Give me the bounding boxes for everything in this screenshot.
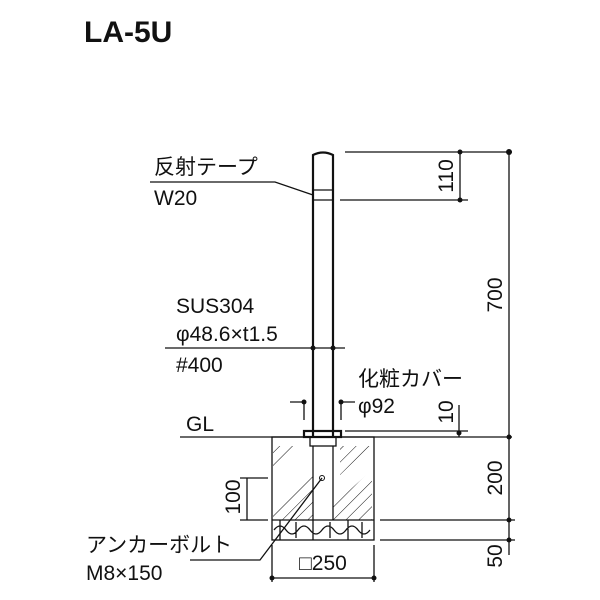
dim-anchor-depth: 100 [222, 479, 245, 514]
dim-tape-offset: 110 [435, 159, 458, 192]
product-title: LA-5U [84, 16, 172, 49]
dim-cover-height: 10 [435, 400, 458, 423]
dim-gravel-depth: 50 [484, 544, 507, 567]
pole [311, 151, 335, 437]
gravel-layer [272, 519, 374, 540]
tape-label: 反射テープ [154, 156, 258, 179]
cover-diameter-label: φ92 [358, 395, 395, 418]
dim-foundation-width: □250 [299, 552, 347, 575]
ground-level-label: GL [186, 413, 214, 436]
cover-label: 化粧カバー [358, 368, 463, 391]
material-label: SUS304 [176, 295, 255, 318]
dim-foundation-depth: 200 [484, 460, 507, 495]
decorative-cover [302, 429, 343, 447]
pipe-size-label: φ48.6×t1.5 [176, 323, 278, 346]
finish-label: #400 [176, 354, 223, 377]
tape-width-label: W20 [154, 187, 197, 210]
anchor-label: アンカーボルト [86, 534, 232, 557]
anchor-size-label: M8×150 [86, 562, 162, 585]
dimension-lines [240, 149, 515, 582]
dim-total-height: 700 [484, 277, 507, 312]
concrete-foundation [271, 436, 375, 541]
